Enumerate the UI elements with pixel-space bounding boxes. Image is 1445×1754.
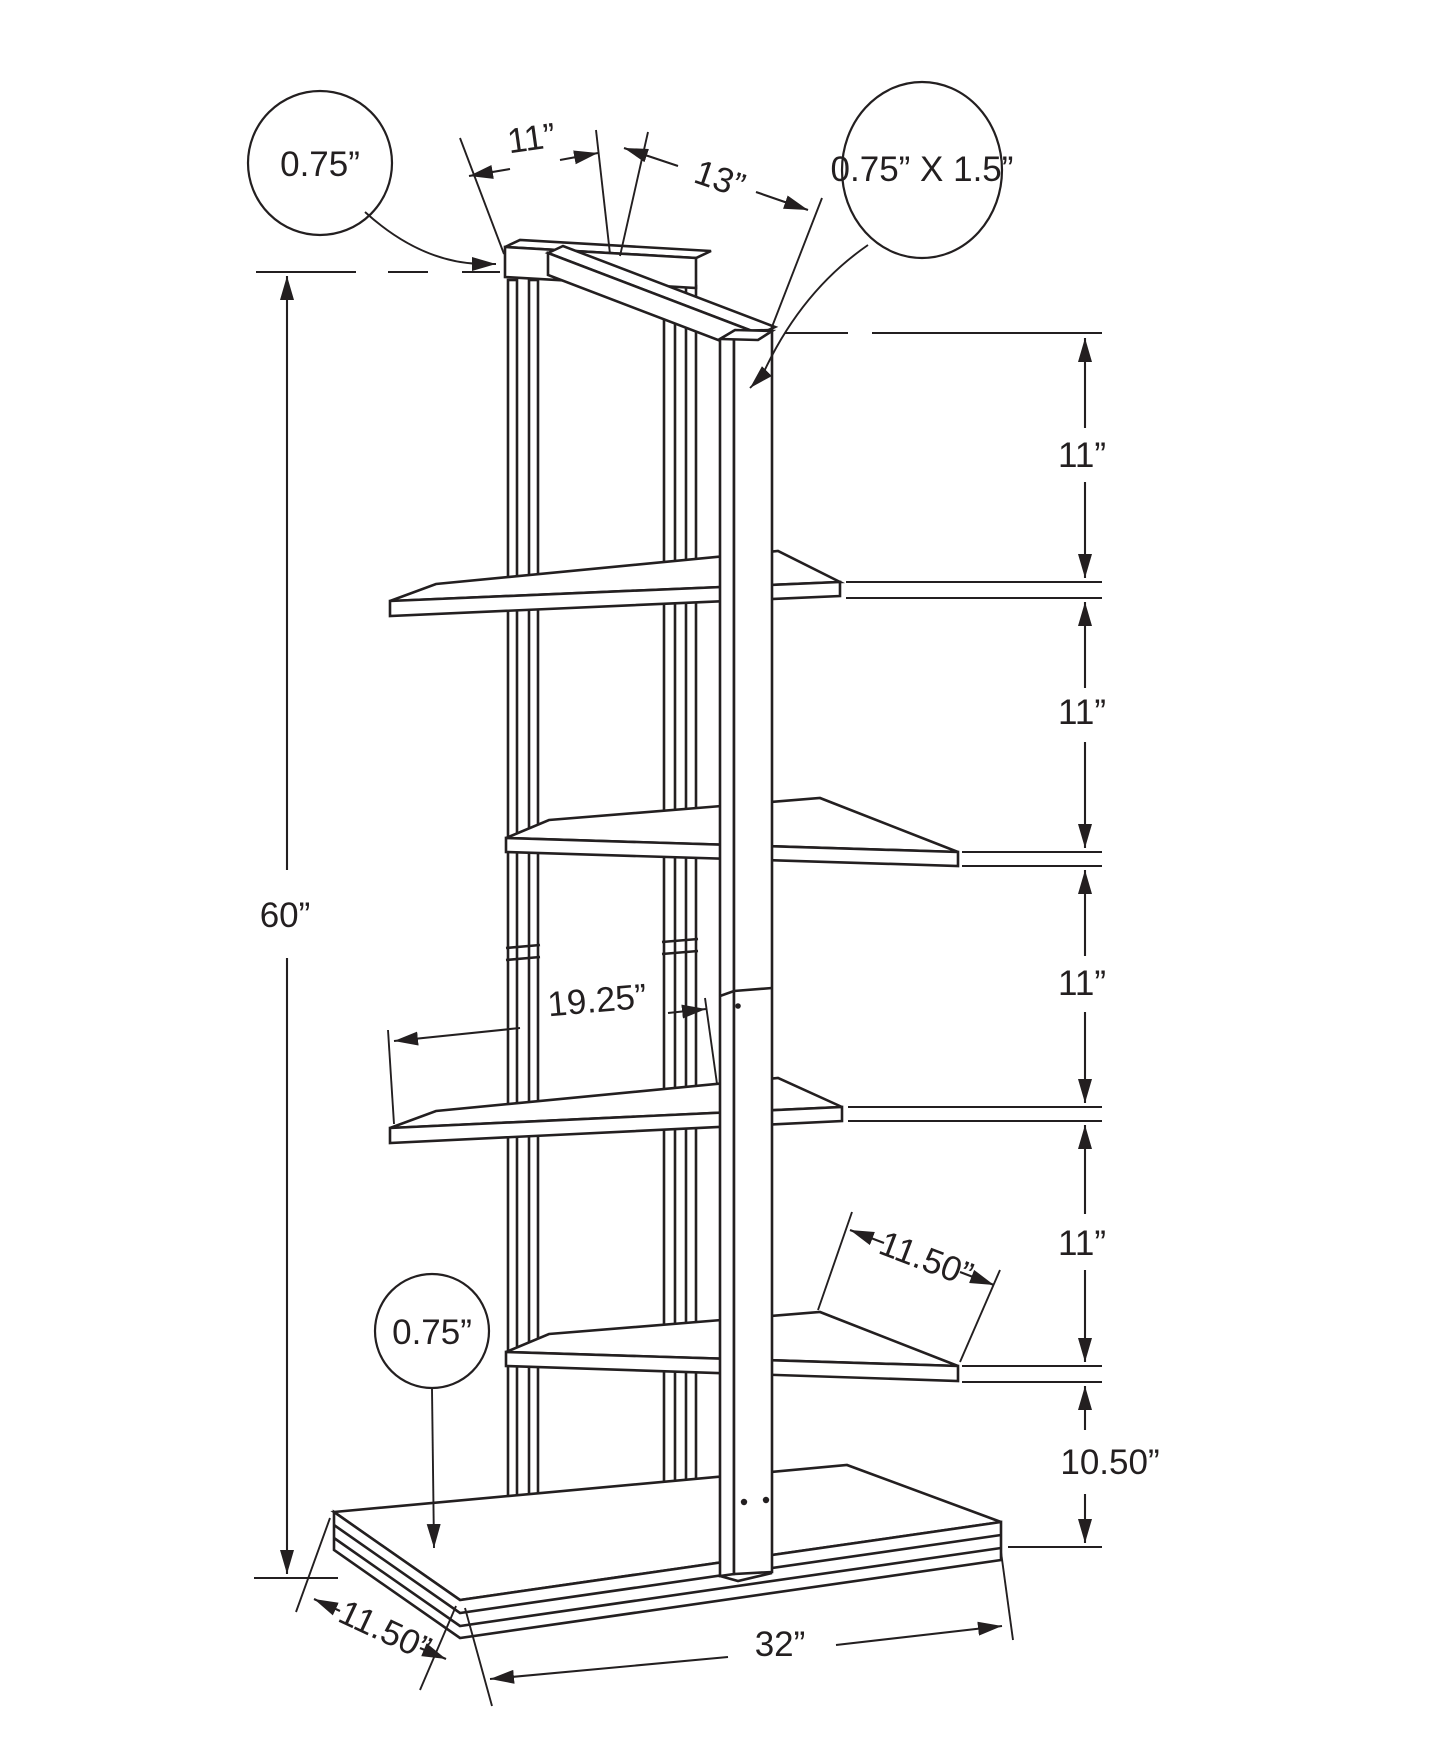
dim-label-right-chain-3: 11”	[1058, 964, 1106, 1003]
callout-leader-top-right	[749, 244, 869, 389]
post-screw-dot	[762, 1496, 770, 1504]
dim-label-top-beam: 13”	[689, 152, 750, 205]
dimension-labels: 0.75” 0.75” X 1.5” 0.75” 11” 13” 60” 19.…	[260, 116, 1160, 1669]
post-screw-dot	[740, 1498, 748, 1506]
callout-label-top-right: 0.75” X 1.5”	[831, 150, 1014, 189]
dim-label-right-chain-4: 11”	[1058, 1224, 1106, 1263]
left-frame-uprights	[505, 278, 699, 1499]
dim-label-right-chain-1: 11”	[1058, 436, 1106, 475]
callouts	[246, 80, 1004, 1549]
callout-circle-top-right	[840, 80, 1004, 260]
dim-label-shelf-span: 19.25”	[546, 977, 648, 1025]
shelf-3	[388, 1076, 844, 1145]
dim-label-right-chain-2: 11”	[1058, 693, 1106, 732]
center-post	[715, 328, 777, 1583]
dim-label-right-chain-5: 10.50”	[1060, 1443, 1159, 1482]
dimension-lines	[280, 147, 1092, 1684]
dim-label-base-width: 32”	[755, 1625, 806, 1664]
top-frame-and-beam	[503, 238, 779, 358]
dim-label-shelf-depth: 11.50”	[874, 1224, 978, 1295]
callout-leader-top-left	[364, 211, 496, 271]
callout-label-top-left: 0.75”	[280, 145, 360, 184]
base-platform	[330, 1463, 1003, 1640]
callout-label-bottom-left: 0.75”	[392, 1313, 472, 1352]
dim-label-top-shelf-width: 11”	[505, 116, 558, 161]
callout-leader-bottom-left	[426, 1388, 441, 1549]
extension-lines	[254, 129, 1102, 1707]
post-screw-dot	[735, 1003, 741, 1009]
dim-label-height: 60”	[260, 896, 311, 935]
callout-circle-top-left	[246, 89, 394, 237]
callout-circle-bottom-left	[373, 1272, 491, 1390]
frame-mid-joint	[505, 937, 699, 962]
